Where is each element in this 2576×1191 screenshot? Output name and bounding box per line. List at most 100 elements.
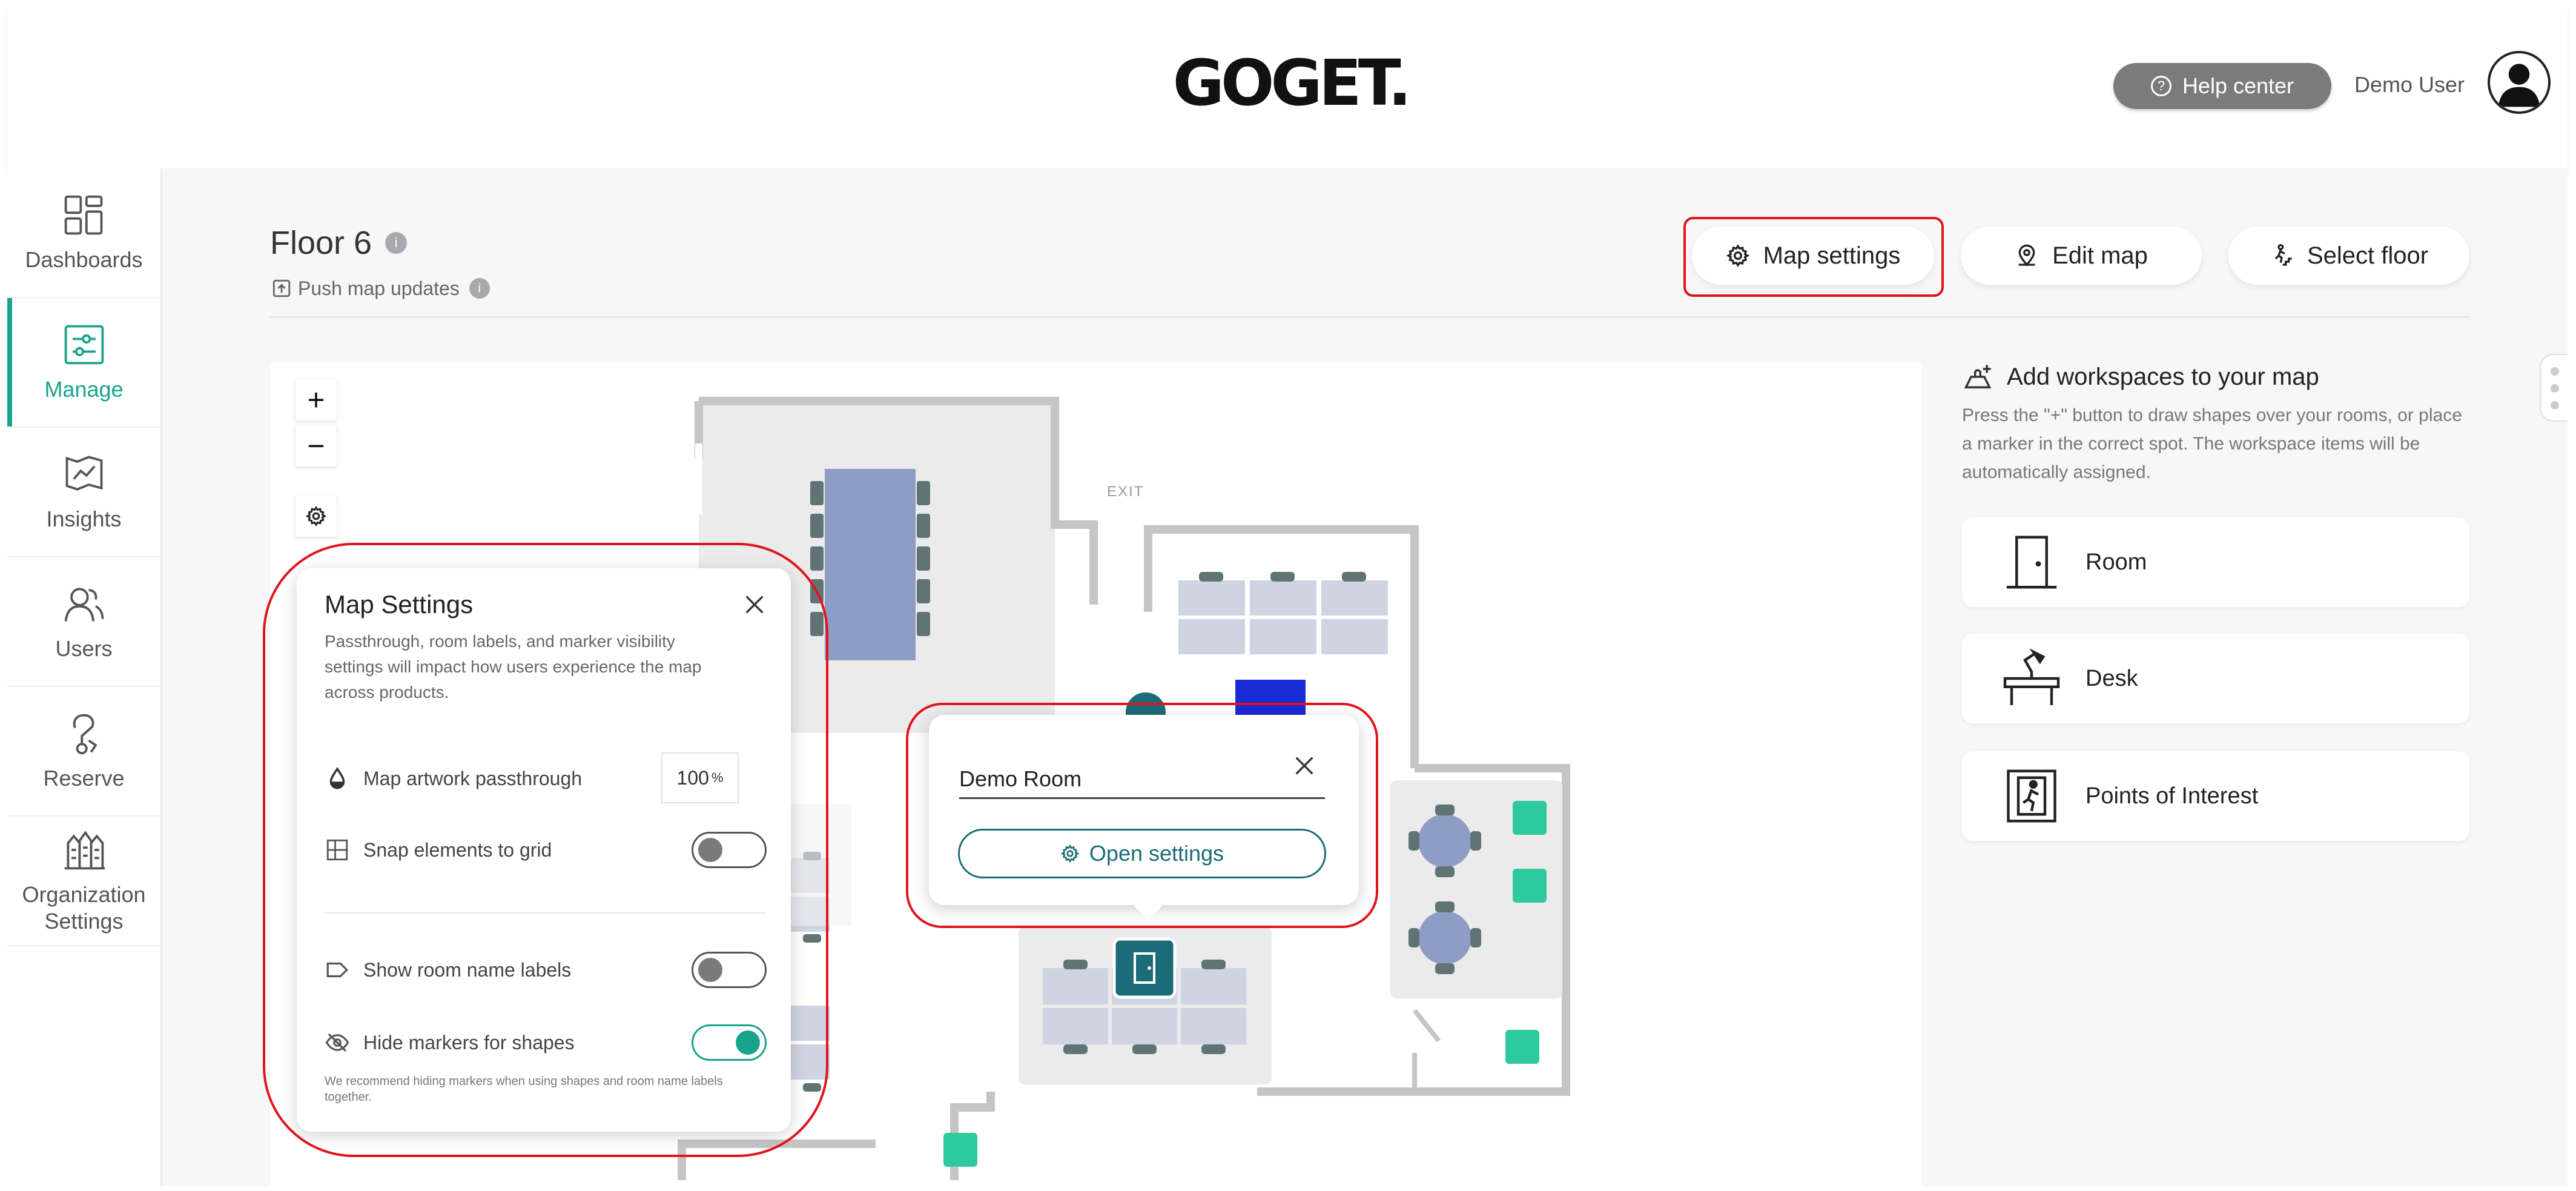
floor-info-icon[interactable]: i [385, 232, 408, 254]
insights-flag-icon [65, 456, 102, 491]
toggle-knob [698, 958, 722, 982]
select-floor-label: Select floor [2307, 242, 2429, 269]
room-name-field[interactable]: Demo Room [959, 761, 1325, 799]
sidebar-item-insights[interactable]: Insights [7, 428, 160, 557]
room-labels-row: Show room name labels [325, 949, 767, 991]
passthrough-row: Map artwork passthrough 100 % [325, 752, 767, 803]
eye-off-icon [325, 1033, 349, 1052]
sidebar-item-reserve[interactable]: Reserve [7, 687, 160, 817]
handle-dot [2551, 367, 2559, 376]
gear-icon [305, 505, 327, 527]
select-floor-button[interactable]: Select floor [2228, 227, 2469, 285]
user-silhouette-icon [2498, 64, 2540, 107]
popup-pointer [1131, 903, 1165, 921]
push-upload-icon [272, 279, 291, 297]
page-title: Floor 6 i [270, 222, 408, 264]
passthrough-value: 100 [676, 766, 709, 789]
gear-icon [1726, 244, 1749, 267]
label-tag-icon [326, 962, 348, 978]
handle-dot [2551, 401, 2559, 410]
header-divider [270, 316, 2471, 318]
settings-divider [325, 912, 767, 914]
grid-icon [326, 839, 348, 861]
help-center-button[interactable]: ? Help center [2113, 63, 2331, 109]
sidebar-label-users: Users [55, 636, 113, 661]
add-workspaces-description: Press the "+" button to draw shapes over… [1962, 405, 2462, 482]
sidebar-label-reserve: Reserve [43, 766, 125, 791]
side-panel-handle[interactable] [2540, 354, 2568, 422]
desk-lamp-icon [2003, 648, 2060, 705]
room-door-icon [2006, 536, 2057, 589]
help-center-label: Help center [2182, 73, 2294, 98]
handle-dot [2551, 384, 2559, 393]
zoom-in-button[interactable]: + [296, 379, 337, 420]
sidebar-item-users[interactable]: Users [7, 557, 160, 687]
snap-grid-toggle[interactable] [692, 832, 767, 868]
edit-map-label: Edit map [2052, 242, 2148, 269]
hide-markers-note: We recommend hiding markers when using s… [325, 1075, 723, 1104]
map-settings-panel: Map Settings Passthrough, room labels, a… [297, 568, 791, 1132]
sidebar-item-organization-settings[interactable]: Organization Settings [7, 817, 160, 946]
left-sidebar: Dashboards Manage Insights Users Reserve [7, 168, 162, 1186]
push-map-updates-label: Push map updates [298, 277, 460, 299]
user-name: Demo User [2354, 72, 2465, 97]
map-add-icon [1964, 365, 1992, 389]
room-labels-label: Show room name labels [363, 958, 572, 981]
location-pin-icon [2018, 244, 2035, 267]
toggle-knob [698, 838, 722, 862]
floor-title-text: Floor 6 [270, 225, 372, 261]
droplet-icon [329, 767, 345, 789]
map-settings-label: Map settings [1763, 242, 1901, 269]
map-settings-title: Map Settings [325, 590, 474, 619]
snap-grid-row: Snap elements to grid [325, 829, 767, 871]
stairs-walk-icon [2274, 244, 2292, 266]
room-labels-toggle[interactable] [692, 952, 767, 988]
map-settings-button[interactable]: Map settings [1692, 227, 1934, 285]
close-icon[interactable] [1292, 754, 1316, 778]
map-tool-settings-button[interactable] [296, 496, 337, 537]
open-settings-button[interactable]: Open settings [958, 829, 1326, 878]
avatar[interactable] [2488, 51, 2551, 114]
hide-markers-toggle[interactable] [692, 1024, 767, 1061]
sidebar-label-organization-settings: Organization Settings [22, 882, 146, 934]
push-info-icon[interactable]: i [469, 278, 490, 299]
workspace-room-label: Room [2086, 549, 2147, 575]
passthrough-label: Map artwork passthrough [363, 767, 583, 789]
goget-logo[interactable]: GOGET. [1172, 46, 1412, 120]
workspace-item-desk[interactable]: Desk [1962, 634, 2469, 723]
map-settings-description: Passthrough, room labels, and marker vis… [325, 632, 702, 702]
sidebar-item-manage[interactable]: Manage [7, 298, 160, 428]
workspace-item-room[interactable]: Room [1962, 517, 2469, 607]
workspace-item-points-of-interest[interactable]: Points of Interest [1962, 751, 2469, 841]
sidebar-item-dashboards[interactable]: Dashboards [7, 168, 160, 298]
users-icon [64, 588, 104, 622]
add-workspaces-title-text: Add workspaces to your map [2007, 363, 2319, 390]
reserve-icon [73, 714, 97, 755]
hide-markers-label: Hide markers for shapes [363, 1031, 575, 1053]
toggle-knob [736, 1030, 760, 1055]
workspace-desk-label: Desk [2086, 665, 2138, 691]
help-question-icon: ? [2150, 76, 2171, 96]
sidebar-label-manage: Manage [44, 377, 124, 402]
passthrough-input[interactable]: 100 % [661, 752, 739, 803]
gear-icon [1060, 844, 1080, 863]
manage-sliders-icon [64, 325, 104, 365]
add-workspaces-title: Add workspaces to your map [1962, 360, 2319, 394]
sidebar-label-insights: Insights [46, 506, 122, 531]
passthrough-unit: % [711, 770, 724, 785]
room-popup: Demo Room Open settings [929, 715, 1359, 905]
hide-markers-row: Hide markers for shapes [325, 1021, 767, 1064]
exit-label: EXIT [1107, 483, 1144, 500]
zoom-out-button[interactable]: − [296, 425, 337, 466]
workspace-poi-label: Points of Interest [2086, 783, 2259, 809]
exit-sign-icon [2007, 769, 2056, 823]
dashboards-icon [64, 195, 102, 235]
close-icon[interactable] [742, 592, 767, 617]
edit-map-button[interactable]: Edit map [1961, 227, 2202, 285]
top-header: GOGET. ? Help center Demo User [7, 5, 2568, 170]
organization-buildings-icon [64, 831, 105, 870]
open-settings-label: Open settings [1089, 841, 1224, 866]
snap-grid-label: Snap elements to grid [363, 838, 552, 861]
sidebar-label-dashboards: Dashboards [25, 247, 143, 272]
push-map-updates-link[interactable]: Push map updates i [271, 275, 490, 302]
